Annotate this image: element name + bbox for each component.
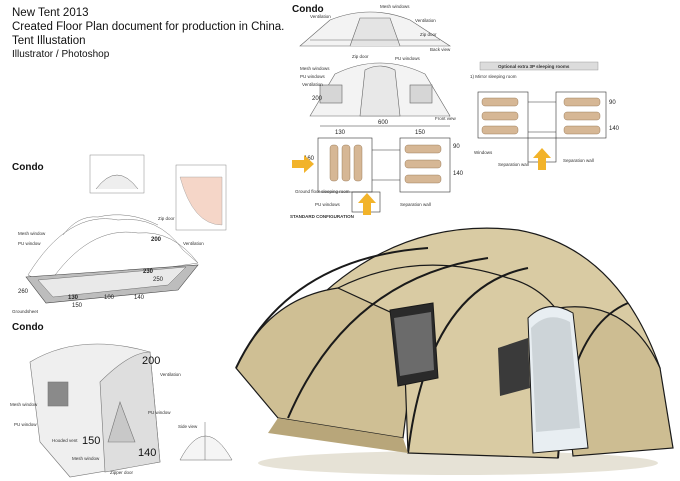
left-wireframe-drawing: Mesh window PU window Ventilation Ground…: [12, 154, 227, 314]
top-technical-drawing: Ventilation Mesh windows Ventilation Zip…: [290, 4, 464, 219]
left-dim-140: 140: [134, 295, 145, 301]
left-dim-250: 250: [153, 277, 164, 283]
bottom-dim-140: 140: [138, 447, 156, 459]
top-label-ventilation-3: Ventilation: [302, 82, 323, 87]
tent-door: [527, 306, 589, 454]
left-dim-260: 260: [18, 289, 29, 295]
plan-label-ground-floor: Ground floor sleeping room: [295, 189, 350, 194]
bottom-label-zipper-door: Zipper door: [110, 470, 134, 475]
sleeping-bags: [329, 144, 442, 184]
left-dim-230: 230: [143, 269, 154, 275]
optional-floor-plan: [477, 91, 607, 163]
back-view-drawing: [299, 11, 452, 47]
top-label-mesh-windows-2: Mesh windows: [300, 66, 330, 71]
top-label-zip-door-2: Zip door: [352, 54, 369, 59]
bottom-side-view: [179, 422, 233, 461]
left-dim-200: 200: [151, 237, 162, 243]
left-label-pu-window: PU window: [18, 241, 41, 246]
bottom-label-hooded-vent: Hooded vent: [52, 438, 78, 443]
bottom-tent-body: [29, 343, 161, 478]
left-label-groundsheet: Groundsheet: [12, 309, 39, 314]
caption-line-2: Created Floor Plan document for producti…: [12, 21, 285, 33]
front-view-drawing: [309, 62, 451, 117]
bottom-panel-title: Condo: [12, 322, 44, 333]
caption-block: New Tent 2013 Created Floor Plan documen…: [12, 6, 284, 62]
left-label-mesh-window: Mesh window: [18, 231, 46, 236]
top-label-pu-windows: PU windows: [395, 56, 421, 61]
plan-dim-160: 160: [304, 156, 315, 162]
optional-label-separation-wall-2: Separation wall: [563, 158, 594, 163]
top-label-front-view: Front view: [435, 116, 457, 121]
optional-label-separation-wall: Separation wall: [498, 162, 529, 167]
optional-label-windows: Windows: [474, 150, 493, 155]
plan-dim-600: 600: [378, 120, 389, 126]
top-dim-200: 200: [312, 96, 323, 102]
plan-dim-130: 130: [335, 130, 346, 136]
caption-line-1: New Tent 2013: [12, 7, 89, 19]
left-panel-title: Condo: [12, 162, 44, 173]
top-label-ventilation: Ventilation: [310, 14, 331, 19]
plan-dim-90: 90: [453, 144, 460, 150]
caption-line-4: Illustrator / Photoshop: [12, 49, 110, 60]
optional-subtitle: 1) Mirror sleeping room: [470, 74, 517, 79]
top-label-ventilation-2: Ventilation: [415, 18, 436, 23]
tent-window: [389, 302, 439, 387]
plan-label-pu-windows: PU windows: [315, 202, 341, 207]
plan-dim-140: 140: [453, 171, 464, 177]
caption-line-3: Tent Illustation: [12, 35, 86, 47]
tent-right-wing: [557, 306, 674, 457]
bottom-label-mesh-window: Mesh window: [10, 402, 38, 407]
main-tent-illustration: [235, 227, 674, 475]
plan-label-standard-config: STANDARD CONFIGURATION: [290, 214, 354, 219]
bottom-label-pu-window: PU window: [14, 422, 37, 427]
bottom-label-pu-window-2: PU window: [148, 410, 171, 415]
plan-label-separation-wall: Separation wall: [400, 202, 431, 207]
bottom-tent-drawing: 200 Ventilation Mesh window PU window PU…: [10, 343, 233, 478]
top-label-pu-windows-2: PU windows: [300, 74, 326, 79]
optional-dim-140: 140: [609, 126, 620, 132]
bottom-dim-200: 200: [142, 355, 160, 367]
bottom-label-mesh-window-2: Mesh window: [72, 456, 100, 461]
bottom-label-ventilation: Ventilation: [160, 372, 181, 377]
bottom-dim-150: 150: [82, 435, 100, 447]
optional-sleeping-room-drawing: Optional extra 3P sleeping rooms 1) Mirr…: [470, 61, 620, 170]
optional-title: Optional extra 3P sleeping rooms: [498, 64, 570, 69]
plan-dim-150: 150: [415, 130, 426, 136]
optional-entry-arrow: [533, 148, 551, 170]
optional-dim-90: 90: [609, 100, 616, 106]
top-label-back-view: Back view: [430, 47, 451, 52]
entry-arrows: [292, 155, 376, 215]
top-label-zip-door: Zip door: [420, 32, 437, 37]
tent-side-window: [498, 338, 530, 396]
bottom-label-side-view: Side view: [178, 424, 198, 429]
left-dim-100: 100: [104, 295, 115, 301]
left-label-zip-door: Zip door: [158, 216, 175, 221]
top-panel-title: Condo: [292, 4, 324, 15]
left-label-ventilation: Ventilation: [183, 241, 204, 246]
top-label-mesh-windows: Mesh windows: [380, 4, 410, 9]
optional-sleeping-bags: [481, 97, 601, 135]
left-dim-130: 130: [68, 295, 79, 301]
left-dim-150: 150: [72, 303, 83, 309]
